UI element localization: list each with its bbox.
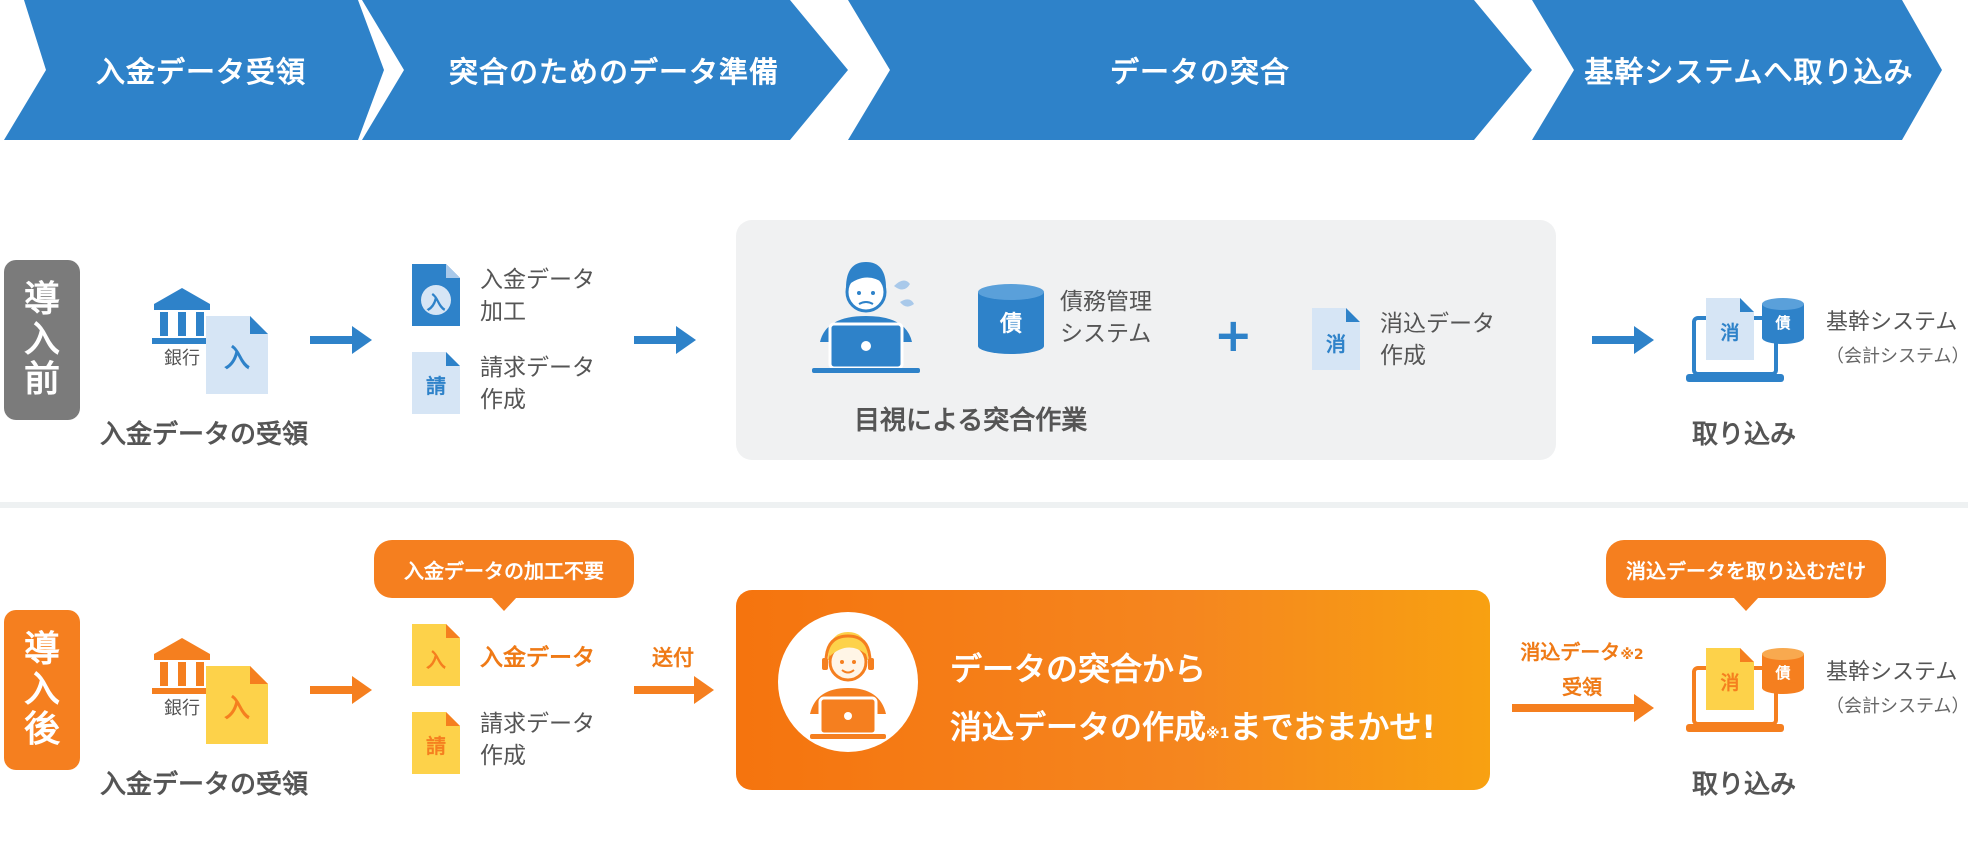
before-tag: 導 入 前 [4,260,80,420]
database-icon [978,284,1044,354]
step-label-3: データの突合 [1109,55,1290,89]
debt-system-text: 債務管理 システム [1060,289,1152,347]
arrow-right-icon [310,326,372,354]
no-processing-bubble: 入金データの加工不要 [374,540,634,611]
document-icon [1706,298,1754,360]
banner-text: データの突合から 消込データの作成※1までおまかせ! [950,650,1436,746]
step-chevron-3 [848,0,1532,140]
arrow-right-icon [310,676,372,704]
document-icon [1706,648,1754,710]
prep-item-2-text: 請求データ 作成 [480,711,595,769]
import-caption: 取り込み [1692,770,1797,800]
send-label: 送付 [652,646,694,670]
arrow-right-icon [634,326,696,354]
document-icon [1312,308,1360,370]
arrow-right-icon [1592,326,1654,354]
document-icon [206,316,268,394]
process-header [4,0,1942,140]
doc-char: 入 [426,648,446,672]
receive-caption: 入金データの受領 [100,770,309,800]
doc-char: 請 [426,374,446,398]
step-chevron-1 [4,0,384,140]
doc-char: 消 [1326,332,1346,356]
db-char: 債 [1775,664,1791,682]
db-char: 債 [1775,314,1791,332]
database-icon [1762,648,1804,694]
receive-caption: 入金データの受領 [100,420,309,450]
prep-item-1-text: 入金データ [480,645,595,671]
document-icon [206,666,268,744]
worried-person-icon [812,262,920,373]
core-system-text: 基幹システム （会計システム） [1826,310,1968,367]
step-label-4: 基幹システムへ取り込み [1584,55,1914,89]
doc-char: 消 [1720,322,1740,344]
bank-label: 銀行 [164,348,200,369]
database-icon [1762,298,1804,344]
doc-char: 入 [426,292,446,314]
step-chevron-4 [1532,0,1942,140]
document-icon [412,352,460,414]
doc-char: 入 [223,344,250,374]
bank-label: 銀行 [164,698,200,719]
section-divider [0,502,1968,508]
plus-icon: + [1214,308,1253,362]
reconcile-data-text: 消込データ 作成 [1380,311,1495,369]
import-only-bubble: 消込データを取り込むだけ [1606,540,1886,611]
step-chevron-2 [362,0,848,140]
bank-icon [152,288,212,344]
after-tag: 導 入 後 [4,610,80,770]
bank-icon [152,638,212,694]
document-icon [412,624,460,686]
document-icon [412,712,460,774]
import-caption: 取り込み [1692,420,1797,450]
db-char: 債 [999,312,1022,337]
doc-char: 入 [223,694,250,724]
arrow-right-icon [1512,694,1654,722]
document-icon [412,264,460,326]
doc-char: 請 [426,734,446,758]
arrow-right-icon [634,676,714,704]
manual-matching-caption: 目視による突合作業 [854,406,1088,436]
prep-item-1-text: 入金データ 加工 [480,267,595,325]
support-operator-icon [778,612,918,752]
step-label-1: 入金データ受領 [95,55,306,89]
doc-char: 消 [1720,672,1740,694]
step-label-2: 突合のためのデータ準備 [448,55,779,89]
core-system-text: 基幹システム （会計システム） [1826,660,1968,717]
prep-item-2-text: 請求データ 作成 [480,355,595,413]
receive-reconcile-text: 消込データ※2 受領 [1520,640,1644,699]
